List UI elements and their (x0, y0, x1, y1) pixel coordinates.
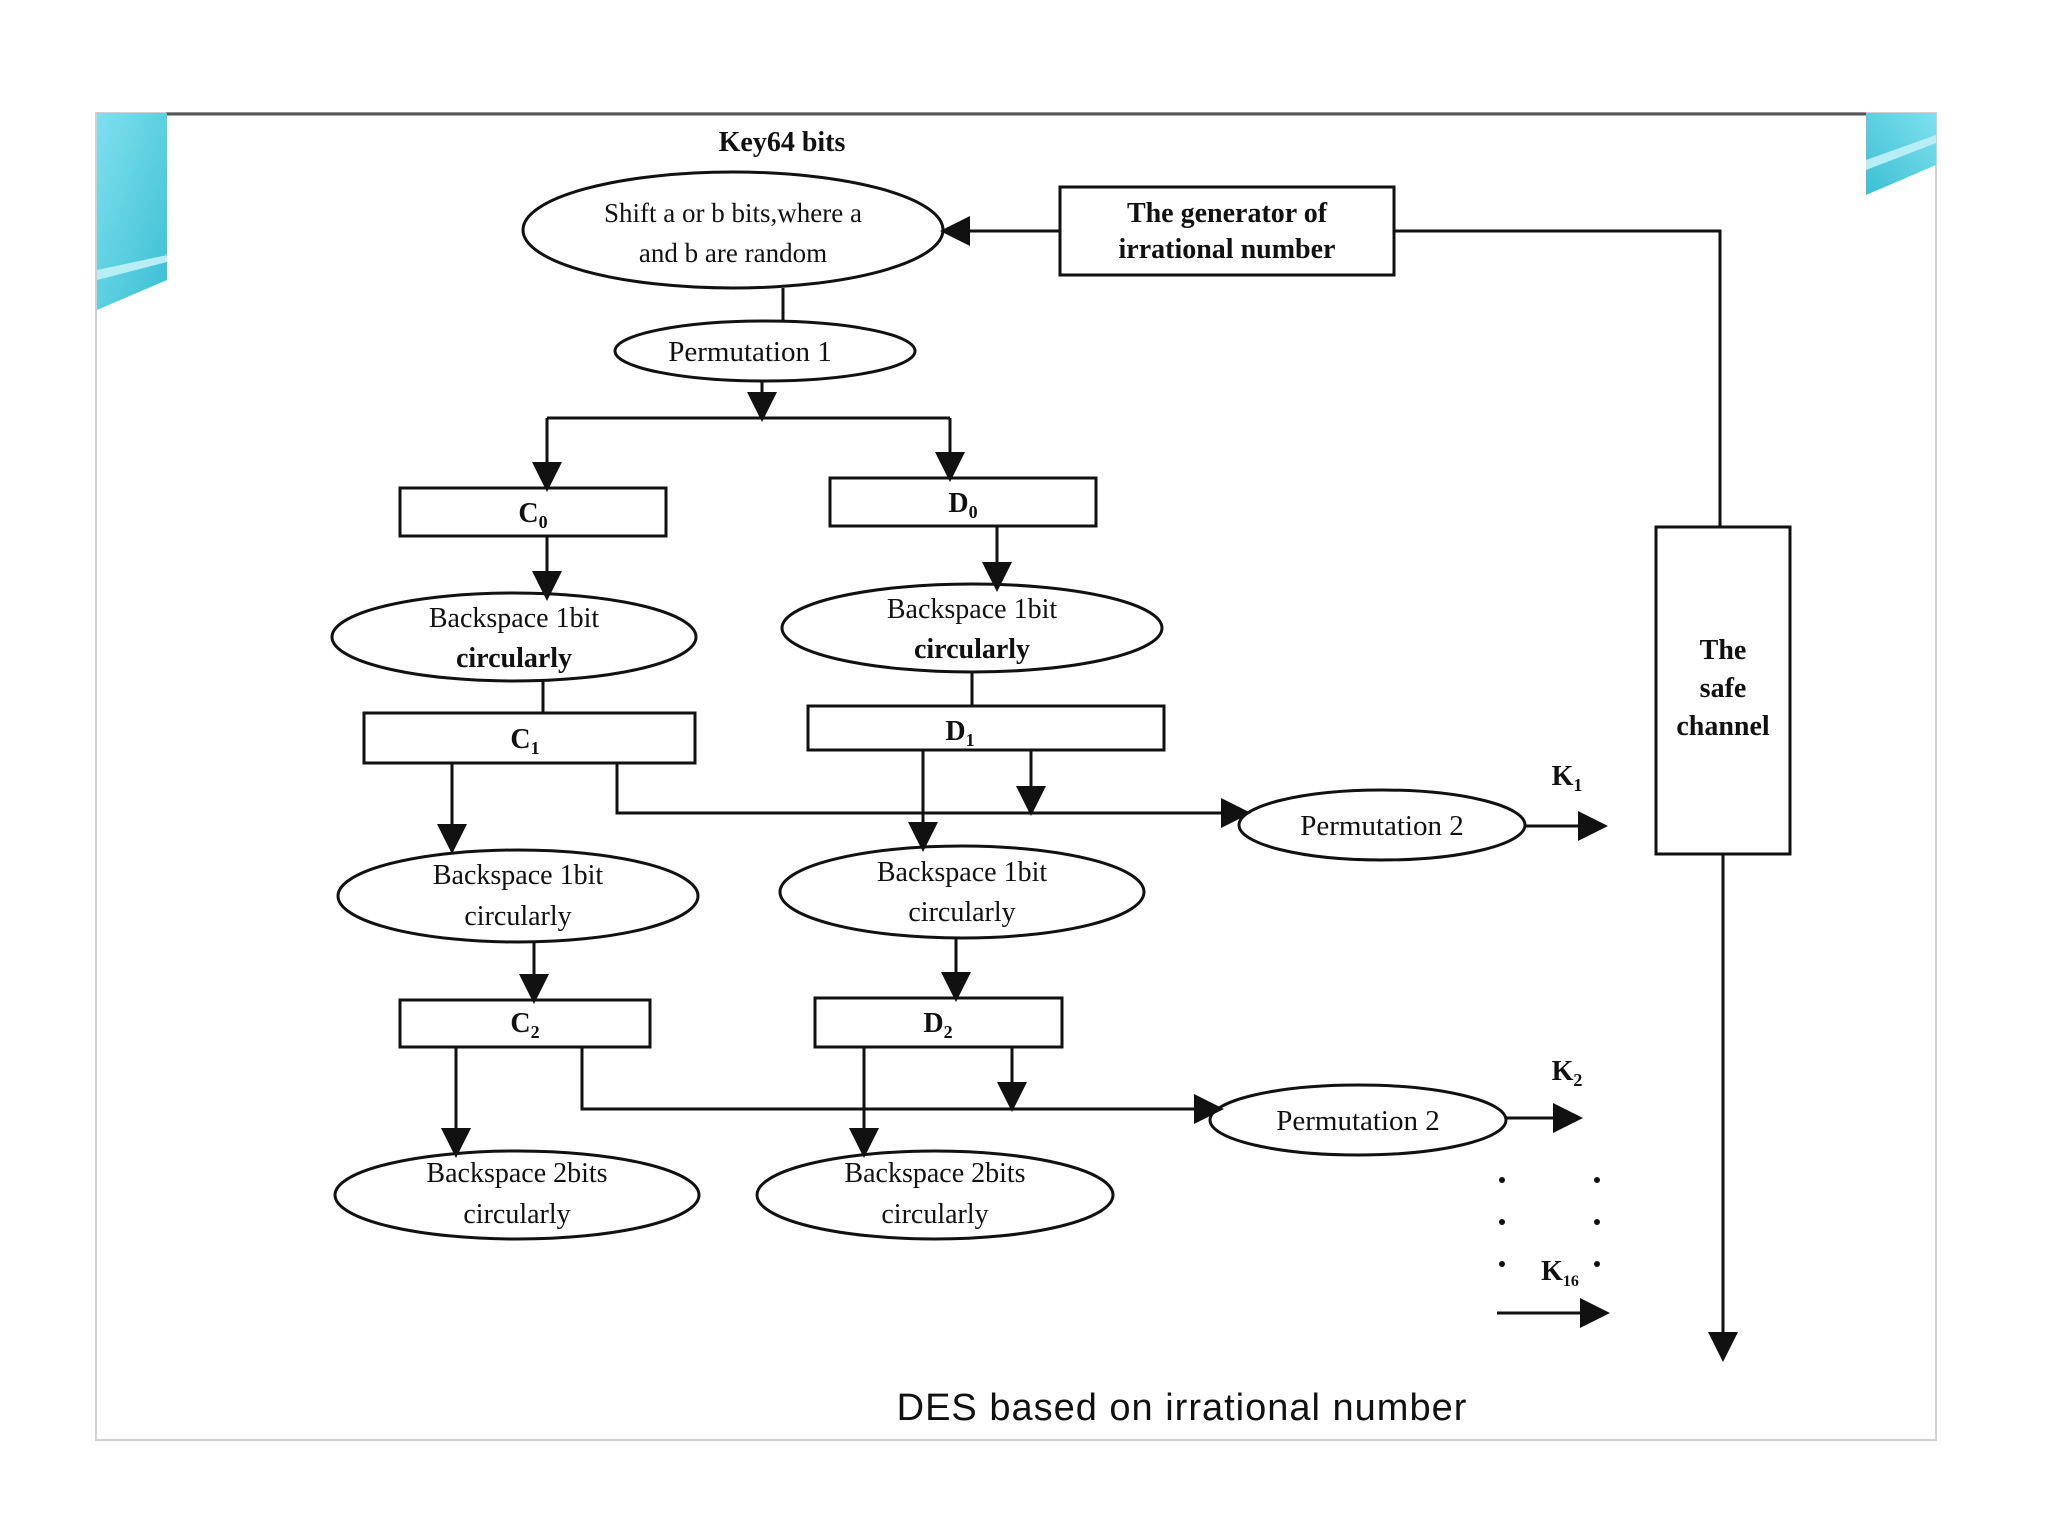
permutation2-text-1: Permutation 2 (1300, 810, 1464, 842)
k16-label: K16 (1541, 1256, 1579, 1290)
d1-box (806, 704, 1166, 752)
c-backspace1-text-line2: circularly (456, 643, 572, 674)
diagram-caption: DES based on irrational number (897, 1387, 1468, 1429)
generator-text-line1: The generator of (1127, 198, 1328, 229)
permutation2-text-2: Permutation 2 (1276, 1105, 1440, 1137)
d1-label: D1 (945, 716, 974, 750)
generator-to-safe-channel-line (1394, 229, 1722, 527)
c2-label: C2 (510, 1008, 539, 1042)
d-backspace2bits-text-line1: Backspace 2bits (844, 1158, 1025, 1189)
key-label: Key64 bits (719, 127, 846, 158)
shift-text-line2: and b are random (639, 238, 827, 268)
c-backspace2bits-text-line1: Backspace 2bits (426, 1158, 607, 1189)
slide-frame (95, 112, 1937, 1441)
safe-channel-text-line3: channel (1676, 711, 1770, 742)
d-backspace1-text-line1: Backspace 1bit (887, 594, 1057, 625)
c1-label: C1 (510, 724, 539, 758)
d-backspace2-text-line2: circularly (908, 897, 1015, 928)
d-backspace2-text-line1: Backspace 1bit (877, 857, 1047, 888)
c0-label: C0 (518, 498, 547, 532)
d-backspace2bits-ellipse (755, 1149, 1115, 1241)
shift-text-line1: Shift a or b bits,where a (604, 198, 862, 228)
c0-box (398, 486, 668, 538)
d0-label: D0 (948, 488, 977, 522)
c-backspace2bits-text-line2: circularly (463, 1199, 570, 1230)
corner-decoration-left (97, 113, 167, 310)
generator-text-line2: irrational number (1119, 234, 1336, 265)
permutation2-ellipse-2 (1208, 1083, 1508, 1157)
d2-label: D2 (923, 1008, 952, 1042)
c1-box (362, 711, 697, 765)
c2-box (398, 998, 652, 1049)
k1-label: K1 (1552, 761, 1583, 795)
corner-decoration-left-stripe (97, 255, 167, 280)
c-backspace1-text-line1: Backspace 1bit (429, 603, 599, 634)
continuation-dots (1499, 1177, 1600, 1267)
c-backspace1-ellipse-2 (336, 848, 700, 944)
c-backspace1-ellipse-1 (330, 591, 698, 683)
d-backspace1-ellipse-2 (778, 844, 1146, 940)
c-backspace2-text-line2: circularly (464, 901, 571, 932)
d-backspace2bits-text-line2: circularly (881, 1199, 988, 1230)
d0-box (828, 476, 1098, 528)
safe-channel-text-line1: The (1700, 635, 1747, 666)
d-backspace1-text-line2: circularly (914, 634, 1030, 665)
permutation1-text: Permutation 1 (668, 336, 832, 368)
safe-channel-text-line2: safe (1700, 673, 1747, 704)
corner-decoration-right-stripe (1866, 135, 1936, 170)
permutation1-ellipse (613, 319, 917, 383)
c-backspace2bits-ellipse (333, 1149, 701, 1241)
c-backspace2-text-line1: Backspace 1bit (433, 860, 603, 891)
d2-box (813, 996, 1064, 1049)
k2-label: K2 (1552, 1056, 1583, 1090)
